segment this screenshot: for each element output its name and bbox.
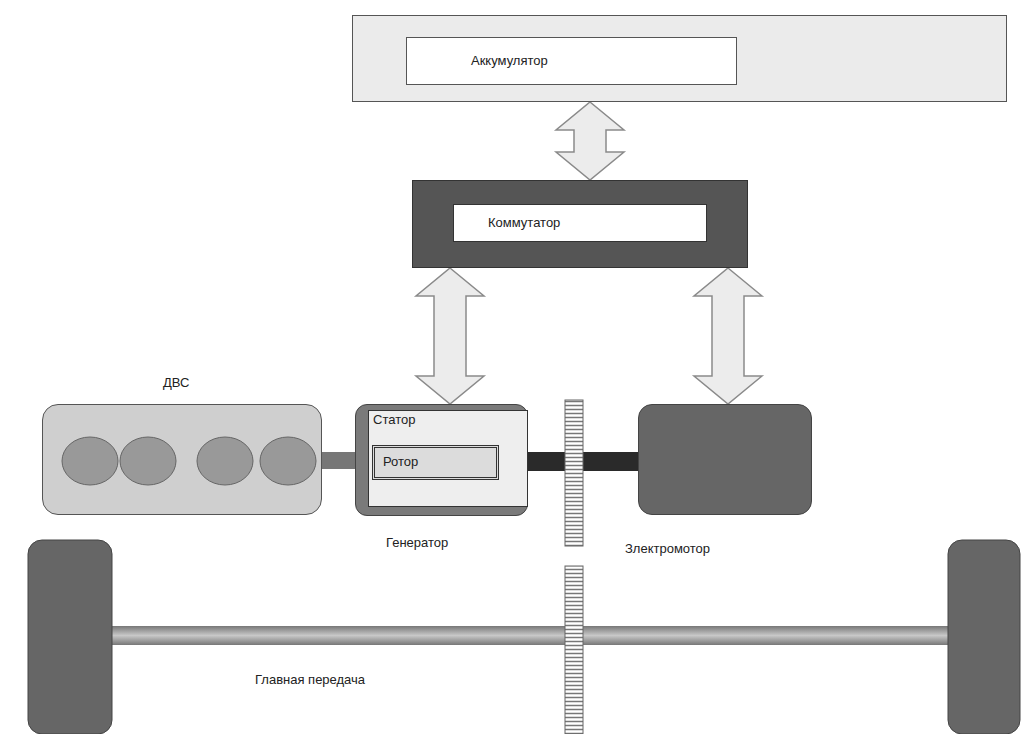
gear-lower bbox=[565, 566, 583, 734]
block-arrow bbox=[694, 268, 762, 404]
engine-shaft bbox=[320, 452, 358, 469]
switch-box: Коммутатор bbox=[412, 180, 748, 268]
engine-block: ДВС bbox=[42, 404, 322, 515]
rotor-box: Ротор bbox=[372, 445, 499, 480]
block-arrow bbox=[416, 268, 484, 404]
motor-shaft bbox=[526, 452, 642, 471]
motor-box: Злектромотор bbox=[638, 404, 812, 515]
node-label: Коммутатор bbox=[453, 204, 707, 242]
node-label: Аккумулятор bbox=[406, 37, 737, 85]
stator-box: СтаторРотор bbox=[368, 410, 528, 507]
left-wheel bbox=[28, 540, 112, 734]
part-label: Главная передача bbox=[255, 672, 365, 687]
node-label: Генератор bbox=[386, 535, 448, 550]
gear-upper bbox=[565, 400, 583, 546]
battery-box: Аккумулятор bbox=[352, 15, 1007, 102]
node-label: Статор bbox=[373, 412, 415, 427]
node-label: ДВС bbox=[163, 375, 189, 390]
right-wheel bbox=[948, 540, 1020, 734]
block-arrow bbox=[556, 102, 624, 180]
node-label: Злектромотор bbox=[625, 541, 710, 556]
generator-housing: ГенераторСтаторРотор bbox=[355, 404, 528, 516]
axle bbox=[112, 626, 950, 645]
node-label: Ротор bbox=[383, 454, 418, 469]
